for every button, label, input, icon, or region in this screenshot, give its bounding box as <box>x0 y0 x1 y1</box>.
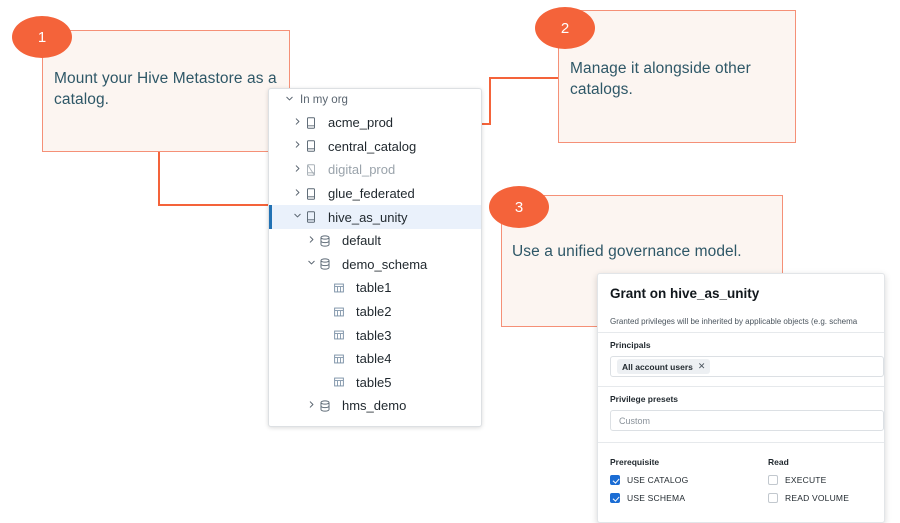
presets-label: Privilege presets <box>610 394 679 404</box>
callout-badge-1: 1 <box>12 16 72 58</box>
close-icon[interactable]: ✕ <box>697 361 706 371</box>
table-icon <box>332 375 352 389</box>
schema-icon <box>318 399 338 413</box>
catalog-icon <box>304 139 324 153</box>
table-icon <box>332 328 352 342</box>
checkbox-label-use-catalog: USE CATALOG <box>627 475 689 485</box>
tree-item-label: default <box>342 233 382 249</box>
callout-text-3: Use a unified governance model. <box>512 243 742 260</box>
chevron-down-icon[interactable] <box>305 258 318 270</box>
tree-item-digital_prod[interactable]: digital_prod <box>269 158 481 182</box>
presets-value: Custom <box>619 415 651 426</box>
chevron-right-icon[interactable] <box>305 400 318 412</box>
catalog-disabled-icon <box>304 163 324 177</box>
tree-item-central_catalog[interactable]: central_catalog <box>269 135 481 159</box>
tree-item-label: table1 <box>356 280 392 296</box>
chevron-down-icon[interactable] <box>283 94 296 106</box>
principal-chip-label: All account users <box>622 361 693 372</box>
checkbox-read-volume[interactable] <box>768 493 778 503</box>
column-header-read: Read <box>768 457 789 467</box>
chevron-right-icon[interactable] <box>291 164 304 176</box>
catalog-icon <box>304 187 324 201</box>
tree-item-label: table3 <box>356 327 392 343</box>
tree-item-table4[interactable]: table4 <box>269 347 481 371</box>
principals-field[interactable]: All account users ✕ <box>610 356 884 377</box>
checkbox-use-schema[interactable] <box>610 493 620 503</box>
tree-item-label: table4 <box>356 351 392 367</box>
connector-2-horizontal-top <box>489 77 559 79</box>
grant-description: Granted privileges will be inherited by … <box>610 317 858 326</box>
checkbox-execute[interactable] <box>768 475 778 485</box>
tree-item-acme_prod[interactable]: acme_prod <box>269 111 481 135</box>
table-icon <box>332 281 352 295</box>
checkbox-label-execute: EXECUTE <box>785 475 827 485</box>
tree-item-hive_as_unity[interactable]: hive_as_unity <box>269 205 481 229</box>
column-header-prerequisite: Prerequisite <box>610 457 660 467</box>
divider-3 <box>598 442 884 443</box>
chevron-right-icon[interactable] <box>291 140 304 152</box>
tree-item-label: table5 <box>356 374 392 390</box>
tree-item-table1[interactable]: table1 <box>269 276 481 300</box>
checkbox-row-use-catalog[interactable]: USE CATALOG <box>610 475 688 485</box>
schema-icon <box>318 257 338 271</box>
checkbox-label-use-schema: USE SCHEMA <box>627 493 686 503</box>
divider-1 <box>598 332 884 333</box>
tree-item-demo_schema[interactable]: demo_schema <box>269 253 481 277</box>
checkbox-row-use-schema[interactable]: USE SCHEMA <box>610 493 685 503</box>
catalog-icon <box>304 210 324 224</box>
grant-dialog: Grant on hive_as_unity Granted privilege… <box>597 273 885 523</box>
tree-item-default[interactable]: default <box>269 229 481 253</box>
principals-label: Principals <box>610 340 651 350</box>
tree-item-hms_demo[interactable]: hms_demo <box>269 394 481 418</box>
callout-box-1 <box>42 30 290 152</box>
tree-item-label: central_catalog <box>328 138 417 154</box>
chevron-right-icon[interactable] <box>305 235 318 247</box>
tree-item-label: hive_as_unity <box>328 209 408 225</box>
connector-2-vertical <box>489 77 491 125</box>
catalog-icon <box>304 116 324 130</box>
tree-item-label: demo_schema <box>342 256 428 272</box>
connector-1-horizontal <box>158 204 275 206</box>
tree-item-table3[interactable]: table3 <box>269 323 481 347</box>
checkbox-label-read-volume: READ VOLUME <box>785 493 850 503</box>
checkbox-row-execute[interactable]: EXECUTE <box>768 475 827 485</box>
table-icon <box>332 352 352 366</box>
schema-icon <box>318 234 338 248</box>
tree-item-label: acme_prod <box>328 115 394 131</box>
tree-item-label: digital_prod <box>328 162 396 178</box>
callout-badge-2: 2 <box>535 7 595 49</box>
chevron-right-icon[interactable] <box>291 117 304 129</box>
tree-item-label: glue_federated <box>328 186 415 202</box>
chevron-right-icon[interactable] <box>291 188 304 200</box>
tree-item-table2[interactable]: table2 <box>269 300 481 324</box>
tree-group-header[interactable]: In my org <box>269 89 481 111</box>
tree-item-table5[interactable]: table5 <box>269 371 481 395</box>
callout-badge-3: 3 <box>489 186 549 228</box>
callout-text-1: Mount your Hive Metastore as a catalog. <box>54 70 277 108</box>
checkbox-use-catalog[interactable] <box>610 475 620 485</box>
presets-select[interactable]: Custom <box>610 410 884 431</box>
connector-1-vertical <box>158 152 160 206</box>
tree-group-label: In my org <box>300 94 348 106</box>
tree-item-glue_federated[interactable]: glue_federated <box>269 182 481 206</box>
chevron-down-icon[interactable] <box>291 211 304 223</box>
principal-chip[interactable]: All account users ✕ <box>617 359 711 374</box>
checkbox-row-read-volume[interactable]: READ VOLUME <box>768 493 849 503</box>
callout-box-2 <box>558 10 796 143</box>
callout-text-2: Manage it alongside other catalogs. <box>570 60 751 98</box>
table-icon <box>332 305 352 319</box>
tree-item-label: table2 <box>356 304 392 320</box>
tree-item-label: hms_demo <box>342 398 407 414</box>
grant-title: Grant on hive_as_unity <box>610 286 760 301</box>
divider-2 <box>598 386 884 387</box>
